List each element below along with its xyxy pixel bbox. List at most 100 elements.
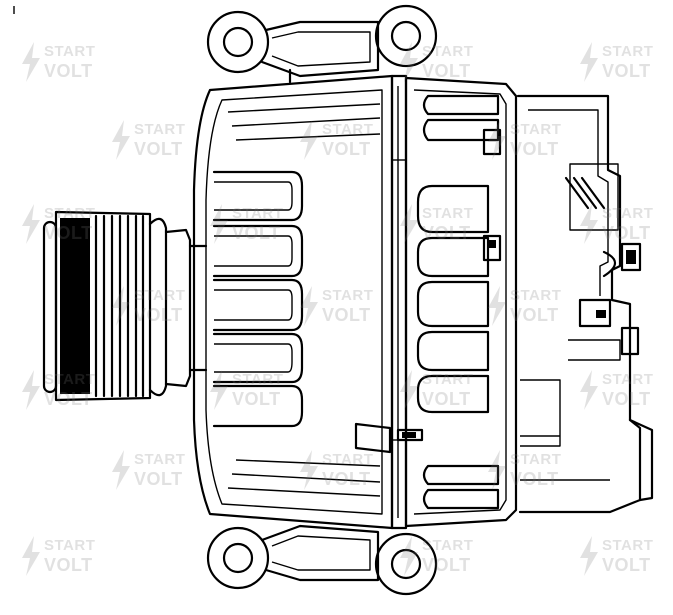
- watermark-line2: VOLT: [134, 139, 183, 159]
- bolt-icon: [22, 370, 40, 410]
- regulator-block: [516, 94, 654, 514]
- bolt-icon: [22, 536, 40, 576]
- watermark-logo: START VOLT: [398, 534, 488, 578]
- watermark-line1: START: [602, 537, 654, 554]
- watermark-line2: VOLT: [422, 555, 471, 575]
- watermark-logo: START VOLT: [208, 368, 298, 412]
- watermark-line1: START: [422, 43, 474, 60]
- watermark-logo: START VOLT: [110, 118, 200, 162]
- watermark-logo: START VOLT: [110, 284, 200, 328]
- watermark-logo: START VOLT: [20, 202, 110, 246]
- watermark-logo: START VOLT: [398, 40, 488, 84]
- watermark-line2: VOLT: [322, 469, 371, 489]
- watermark-logo: START VOLT: [208, 202, 298, 246]
- watermark-line2: VOLT: [44, 61, 93, 81]
- bolt-icon: [22, 42, 40, 82]
- bolt-icon: [300, 120, 318, 160]
- watermark-line1: START: [322, 121, 374, 138]
- bolt-icon: [580, 204, 598, 244]
- watermark-line1: START: [44, 205, 96, 222]
- watermark-line2: VOLT: [134, 469, 183, 489]
- watermark-line2: VOLT: [510, 139, 559, 159]
- bolt-icon: [400, 370, 418, 410]
- bottom-mounting-ear: [206, 524, 438, 596]
- bolt-icon: [488, 286, 506, 326]
- watermark-logo: START VOLT: [578, 202, 668, 246]
- watermark-line1: START: [322, 451, 374, 468]
- watermark-logo: START VOLT: [486, 284, 576, 328]
- watermark-line2: VOLT: [322, 305, 371, 325]
- bolt-icon: [210, 204, 228, 244]
- watermark-logo: START VOLT: [578, 534, 668, 578]
- watermark-line1: START: [602, 205, 654, 222]
- bolt-icon: [488, 450, 506, 490]
- watermark-line1: START: [510, 451, 562, 468]
- watermark-line1: START: [232, 205, 284, 222]
- bolt-icon: [112, 120, 130, 160]
- bolt-icon: [488, 120, 506, 160]
- watermark-logo: START VOLT: [578, 368, 668, 412]
- watermark-logo: START VOLT: [578, 40, 668, 84]
- watermark-line1: START: [322, 287, 374, 304]
- watermark-line2: VOLT: [134, 305, 183, 325]
- watermark-line2: VOLT: [422, 61, 471, 81]
- watermark-logo: START VOLT: [20, 534, 110, 578]
- bolt-icon: [210, 370, 228, 410]
- bolt-icon: [300, 450, 318, 490]
- bolt-icon: [580, 370, 598, 410]
- bolt-icon: [580, 536, 598, 576]
- watermark-logo: START VOLT: [110, 448, 200, 492]
- watermark-line2: VOLT: [510, 469, 559, 489]
- watermark-logo: START VOLT: [298, 284, 388, 328]
- watermark-line2: VOLT: [44, 555, 93, 575]
- watermark-line2: VOLT: [422, 223, 471, 243]
- watermark-line1: START: [134, 287, 186, 304]
- watermark-logo: START VOLT: [486, 118, 576, 162]
- watermark-line2: VOLT: [510, 305, 559, 325]
- watermark-line1: START: [510, 287, 562, 304]
- watermark-logo: START VOLT: [20, 368, 110, 412]
- watermark-line1: START: [602, 43, 654, 60]
- watermark-line1: START: [510, 121, 562, 138]
- bolt-icon: [300, 286, 318, 326]
- rear-housing: [354, 76, 518, 528]
- bolt-icon: [400, 204, 418, 244]
- top-mounting-ear: [206, 4, 438, 84]
- stator-band: [390, 74, 408, 530]
- watermark-line2: VOLT: [602, 555, 651, 575]
- bolt-icon: [400, 42, 418, 82]
- watermark-line1: START: [602, 371, 654, 388]
- watermark-line1: START: [422, 371, 474, 388]
- watermark-line1: START: [44, 537, 96, 554]
- watermark-line1: START: [44, 43, 96, 60]
- pulley: [42, 210, 208, 402]
- watermark-line2: VOLT: [232, 223, 281, 243]
- watermark-line2: VOLT: [44, 223, 93, 243]
- bolt-icon: [400, 536, 418, 576]
- watermark-logo: START VOLT: [298, 118, 388, 162]
- watermark-line2: VOLT: [602, 389, 651, 409]
- watermark-line1: START: [422, 537, 474, 554]
- watermark-line1: START: [422, 205, 474, 222]
- watermark-line1: START: [134, 451, 186, 468]
- watermark-line1: START: [134, 121, 186, 138]
- pulley-grooves: [60, 214, 145, 398]
- watermark-line2: VOLT: [422, 389, 471, 409]
- watermark-logo: START VOLT: [298, 448, 388, 492]
- watermark-line2: VOLT: [232, 389, 281, 409]
- watermark-logo: START VOLT: [398, 368, 488, 412]
- watermark-line2: VOLT: [602, 223, 651, 243]
- watermark-line2: VOLT: [322, 139, 371, 159]
- watermark-line2: VOLT: [44, 389, 93, 409]
- bolt-icon: [112, 450, 130, 490]
- bolt-icon: [580, 42, 598, 82]
- watermark-line1: START: [232, 371, 284, 388]
- front-housing: [192, 74, 394, 530]
- watermark-line1: START: [44, 371, 96, 388]
- watermark-logo: START VOLT: [398, 202, 488, 246]
- watermark-line2: VOLT: [602, 61, 651, 81]
- front-vent-slots: [212, 170, 304, 428]
- bolt-icon: [112, 286, 130, 326]
